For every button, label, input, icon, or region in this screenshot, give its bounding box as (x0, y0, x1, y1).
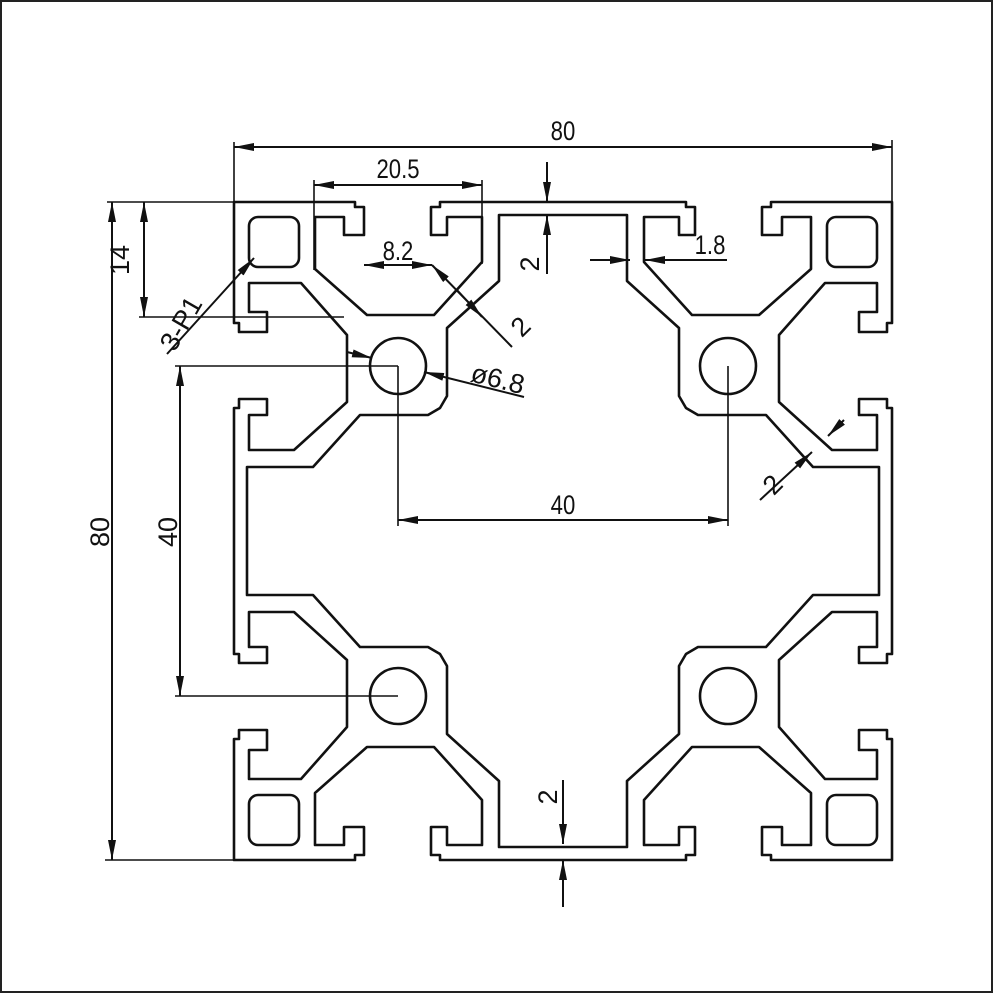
dim-label-hole-diameter: ø6.8 (468, 358, 528, 400)
core-hole (698, 666, 758, 726)
corner-pocket (247, 215, 301, 269)
dim-label-2-diagonal: 2 (505, 311, 537, 343)
dim-label-40-horizontal: 40 (551, 491, 576, 521)
profile-inner-cavity (245, 213, 881, 849)
extrusion-profile (232, 200, 894, 862)
dim-label-8-2: 8.2 (383, 237, 414, 267)
corner-pocket (247, 793, 301, 847)
dim-slot-depth: 14 (105, 201, 344, 318)
dim-label-80-width: 80 (551, 117, 576, 147)
dim-hole-pitch-horizontal: 40 (397, 366, 729, 526)
dim-label-80-height: 80 (85, 517, 115, 547)
dim-corner-radius: 3-P1 (154, 257, 255, 356)
dim-bottom-wall: 2 (533, 780, 567, 907)
dim-top-wall: 2 (515, 162, 551, 274)
dim-slot-cavity-width: 20.5 (313, 155, 483, 270)
dim-label-2-right: 2 (757, 469, 789, 501)
corner-pocket (825, 793, 879, 847)
dim-hole-diameter: ø6.8 (346, 349, 528, 400)
dim-label-2-top: 2 (515, 256, 545, 271)
dim-lip: 1.8 (590, 231, 727, 264)
corner-pocket (825, 215, 879, 269)
dim-hole-pitch-vertical: 40 (153, 365, 398, 697)
dim-label-1-8: 1.8 (695, 231, 726, 261)
dim-overall-height: 80 (85, 202, 244, 861)
dim-label-2-bottom: 2 (533, 789, 563, 804)
dim-label-14: 14 (105, 245, 135, 275)
dim-label-40-vertical: 40 (153, 517, 183, 547)
dim-label-3-p1: 3-P1 (154, 291, 209, 355)
dim-label-20-5: 20.5 (376, 155, 419, 185)
profile-outer-contour (232, 200, 894, 862)
dim-slot-opening: 8.2 (364, 237, 432, 269)
dim-overall-width: 80 (233, 117, 893, 324)
dim-right-diagonal-wall: 2 (757, 419, 845, 501)
